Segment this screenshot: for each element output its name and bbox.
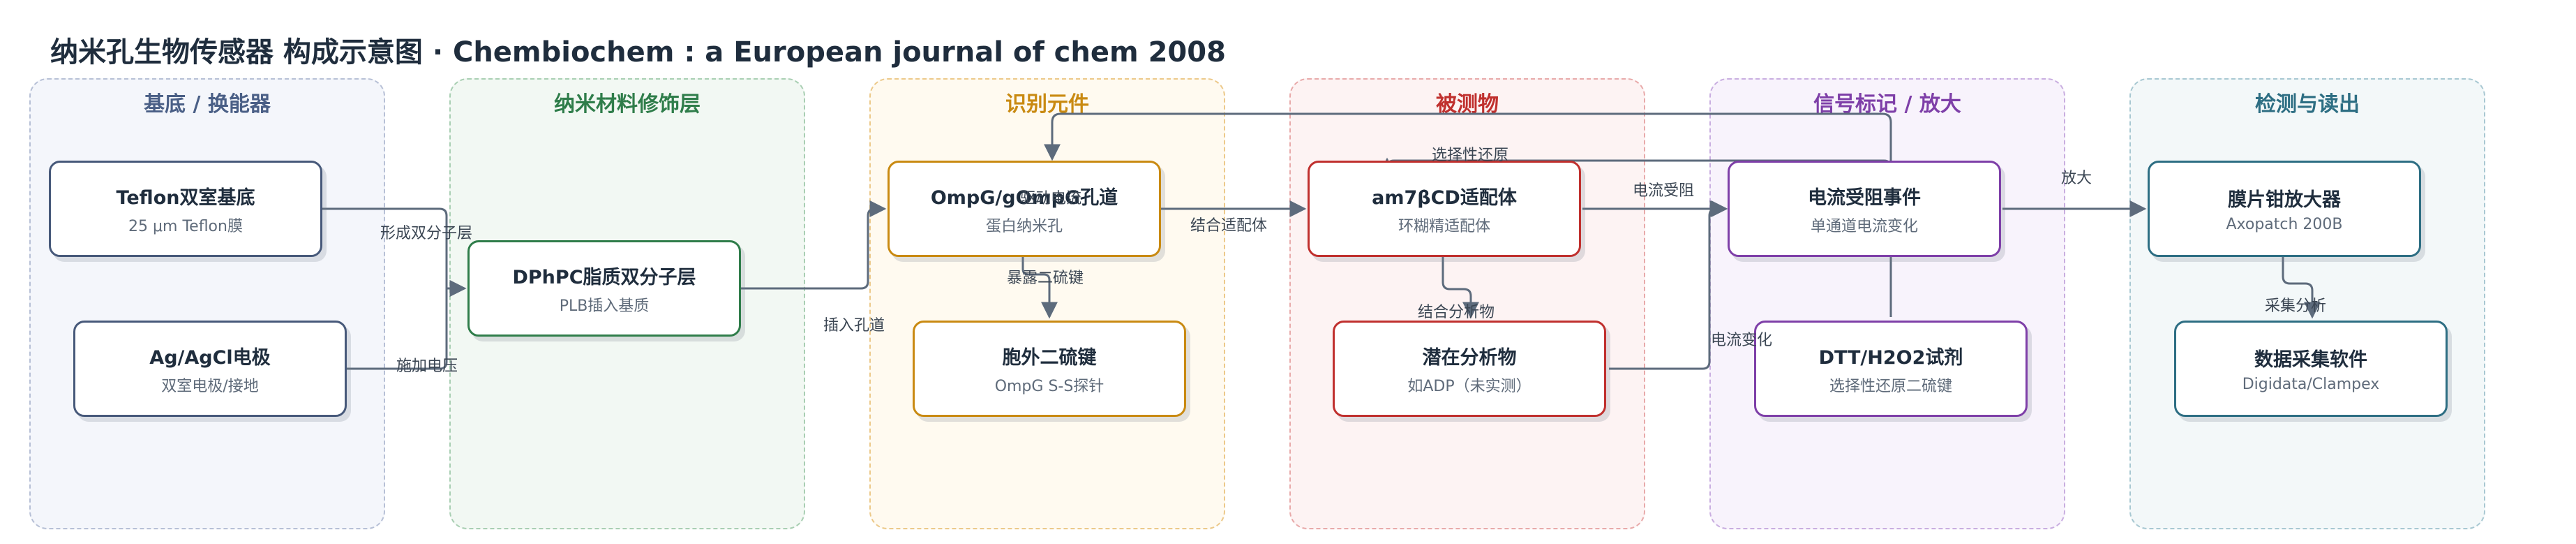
lane-title-analyte: 被测物 — [1436, 92, 1499, 117]
node-title: 潜在分析物 — [1422, 346, 1517, 369]
node-dphpc-bilayer: DPhPC脂质双分子层 PLB插入基质 — [467, 240, 741, 337]
node-subtitle: 选择性还原二硫键 — [1829, 377, 1952, 395]
node-subtitle: Axopatch 200B — [2226, 216, 2343, 233]
node-subtitle: 25 μm Teflon膜 — [128, 217, 243, 235]
edge-blockade-ompg — [1044, 112, 1892, 161]
edge-label-form-bilayer: 形成双分子层 — [380, 225, 473, 242]
node-title: 电流受阻事件 — [1808, 186, 1921, 209]
node-title: am7βCD适配体 — [1372, 186, 1517, 209]
page-title: 纳米孔生物传感器 构成示意图 · Chembiochem : a Europea… — [50, 36, 1226, 68]
node-subtitle: PLB插入基质 — [559, 297, 650, 315]
node-title: DTT/H2O2试剂 — [1818, 346, 1963, 369]
node-subtitle: 单通道电流变化 — [1810, 217, 1918, 235]
node-subtitle: 如ADP（未实测） — [1407, 377, 1532, 395]
node-teflon-substrate: Teflon双室基底 25 μm Teflon膜 — [49, 161, 322, 257]
node-agcl-electrode: Ag/AgCl电极 双室电极/接地 — [73, 321, 347, 417]
lane-title-nanomaterial: 纳米材料修饰层 — [554, 92, 701, 117]
edge-label-apply-voltage: 施加电压 — [396, 358, 458, 375]
edge-agcl-dphpc — [347, 280, 467, 370]
lane-title-readout: 检测与读出 — [2255, 92, 2360, 117]
lane-title-signal: 信号标记 / 放大 — [1813, 92, 1961, 117]
edge-teflon-dphpc — [322, 207, 467, 297]
node-dtt-reagent: DTT/H2O2试剂 选择性还原二硫键 — [1754, 321, 2028, 417]
edge-label-drive-current: 驱动电流 — [1020, 190, 1082, 207]
lane-signal: 信号标记 / 放大 — [1709, 78, 2065, 529]
edge-amplifier-software — [2282, 257, 2321, 319]
node-potential-analyte: 潜在分析物 如ADP（未实测） — [1333, 321, 1606, 417]
node-title: DPhPC脂质双分子层 — [512, 266, 696, 288]
edge-ompg-disulfide — [1021, 257, 1058, 319]
node-title: OmpG/gOmpG孔道 — [930, 186, 1118, 209]
node-patch-clamp-amplifier: 膜片钳放大器 Axopatch 200B — [2148, 161, 2421, 257]
node-title: 数据采集软件 — [2254, 349, 2367, 371]
node-title: 膜片钳放大器 — [2228, 189, 2341, 211]
node-subtitle: 双室电极/接地 — [161, 377, 259, 395]
edge-dphpc-ompg — [740, 200, 887, 290]
node-subtitle: OmpG S-S探针 — [994, 377, 1104, 395]
lane-title-recognition: 识别元件 — [1005, 92, 1089, 117]
node-acquisition-software: 数据采集软件 Digidata/Clampex — [2174, 321, 2448, 417]
edge-label-acquire-analyze: 采集分析 — [2265, 297, 2327, 315]
lane-substrate: 基底 / 换能器 — [29, 78, 385, 529]
node-subtitle: Digidata/Clampex — [2242, 376, 2380, 393]
edge-label-current-blocked: 电流受阻 — [1633, 182, 1695, 200]
node-extracellular-disulfide: 胞外二硫键 OmpG S-S探针 — [913, 321, 1186, 417]
node-title: Ag/AgCl电极 — [149, 346, 271, 369]
node-subtitle: 环糊精适配体 — [1398, 217, 1490, 235]
lane-title-substrate: 基底 / 换能器 — [144, 92, 271, 117]
edge-label-amplify: 放大 — [2061, 170, 2092, 187]
edge-label-current-change: 电流变化 — [1711, 332, 1773, 349]
edge-label-selective-reduction: 选择性还原 — [1432, 147, 1509, 164]
edge-am7-analyte — [1441, 257, 1479, 319]
edge-label-insert-pore: 插入孔道 — [823, 317, 885, 335]
node-title: Teflon双室基底 — [116, 186, 255, 209]
edge-label-expose-disulfide: 暴露二硫键 — [1007, 270, 1084, 287]
edge-label-bind-adapter: 结合适配体 — [1190, 217, 1268, 235]
node-am7-adapter: am7βCD适配体 环糊精适配体 — [1308, 161, 1581, 257]
node-current-blockade: 电流受阻事件 单通道电流变化 — [1728, 161, 2001, 257]
node-subtitle: 蛋白纳米孔 — [985, 217, 1063, 235]
edge-label-bind-analyte: 结合分析物 — [1418, 304, 1495, 321]
node-title: 胞外二硫键 — [1002, 346, 1097, 369]
edge-analyte-blockade — [1609, 200, 1728, 370]
node-ompg-pore: OmpG/gOmpG孔道 蛋白纳米孔 — [888, 161, 1161, 257]
